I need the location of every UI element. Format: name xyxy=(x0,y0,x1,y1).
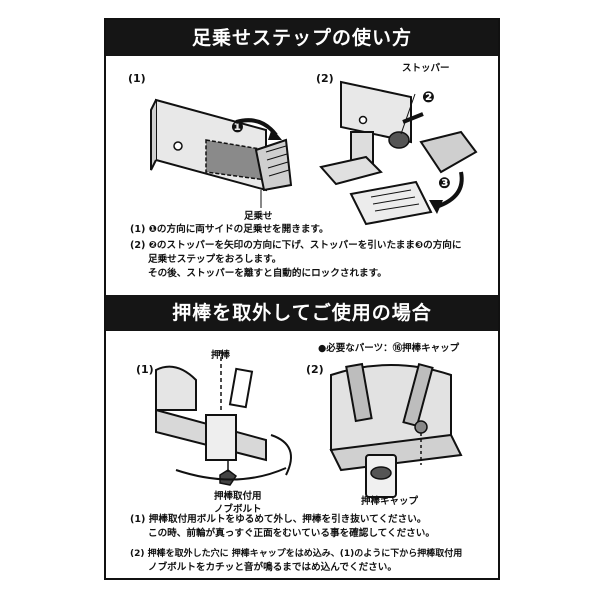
section2-instruction-2: この時、前輪が真っすぐ正面をむいている事を確認してください。 xyxy=(148,528,435,539)
section1-instruction-4: その後、ストッパーを離すと自動的にロックされます。 xyxy=(148,268,387,279)
instruction-sheet: 足乗せステップの使い方 (1) ❶ 足乗せ (2) ストッパー ❷ ❸ (1) … xyxy=(104,18,500,580)
section1-instruction-2: (2) ❷のストッパーを矢印の方向に下げ、ストッパーを引いたまま❸の方向に xyxy=(130,240,462,251)
bolt-label-line1: 押棒取付用 xyxy=(214,491,262,502)
section2-step1-marker: (1) xyxy=(136,363,154,376)
bolt-label-line2: ノブボルト xyxy=(214,504,262,515)
arrow2-marker: ❷ xyxy=(422,88,435,106)
section1-instruction-3: 足乗せステップをおろします。 xyxy=(148,254,282,265)
section1-step1-marker: (1) xyxy=(128,72,146,85)
section2-instruction-3: (2) 押棒を取外した穴に 押棒キャップをはめ込み、(1)のように下から押棒取付… xyxy=(130,549,463,559)
footrest-lower-illustration xyxy=(319,80,478,226)
required-parts-note: ●必要なパーツ：⑯押棒キャップ xyxy=(318,343,460,354)
arrow1-marker: ❶ xyxy=(231,118,244,136)
pushbar-label: 押棒 xyxy=(211,350,231,361)
footrest-label: 足乗せ xyxy=(244,211,273,222)
arrow3-marker: ❸ xyxy=(438,174,451,192)
pushbar-removal-illustration xyxy=(155,350,292,486)
stopper-label: ストッパー xyxy=(402,63,450,74)
section2-instruction-1: (1) 押棒取付用ボルトをゆるめて外し、押棒を引き抜いてください。 xyxy=(130,514,427,525)
section2-title: 押棒を取外してご使用の場合 xyxy=(106,295,498,331)
section2-instruction-4: ノブボルトをカチッと音が鳴るまではめ込んでください。 xyxy=(148,562,397,573)
footrest-open-illustration xyxy=(150,98,293,208)
section2-step2-marker: (2) xyxy=(306,363,324,376)
section1-instruction-1: (1) ❶の方向に両サイドの足乗せを開きます。 xyxy=(130,224,329,235)
section1-title: 足乗せステップの使い方 xyxy=(106,20,498,56)
pushbar-cap-illustration xyxy=(329,362,463,498)
cap-label: 押棒キャップ xyxy=(361,496,419,507)
section1-step2-marker: (2) xyxy=(316,72,334,85)
